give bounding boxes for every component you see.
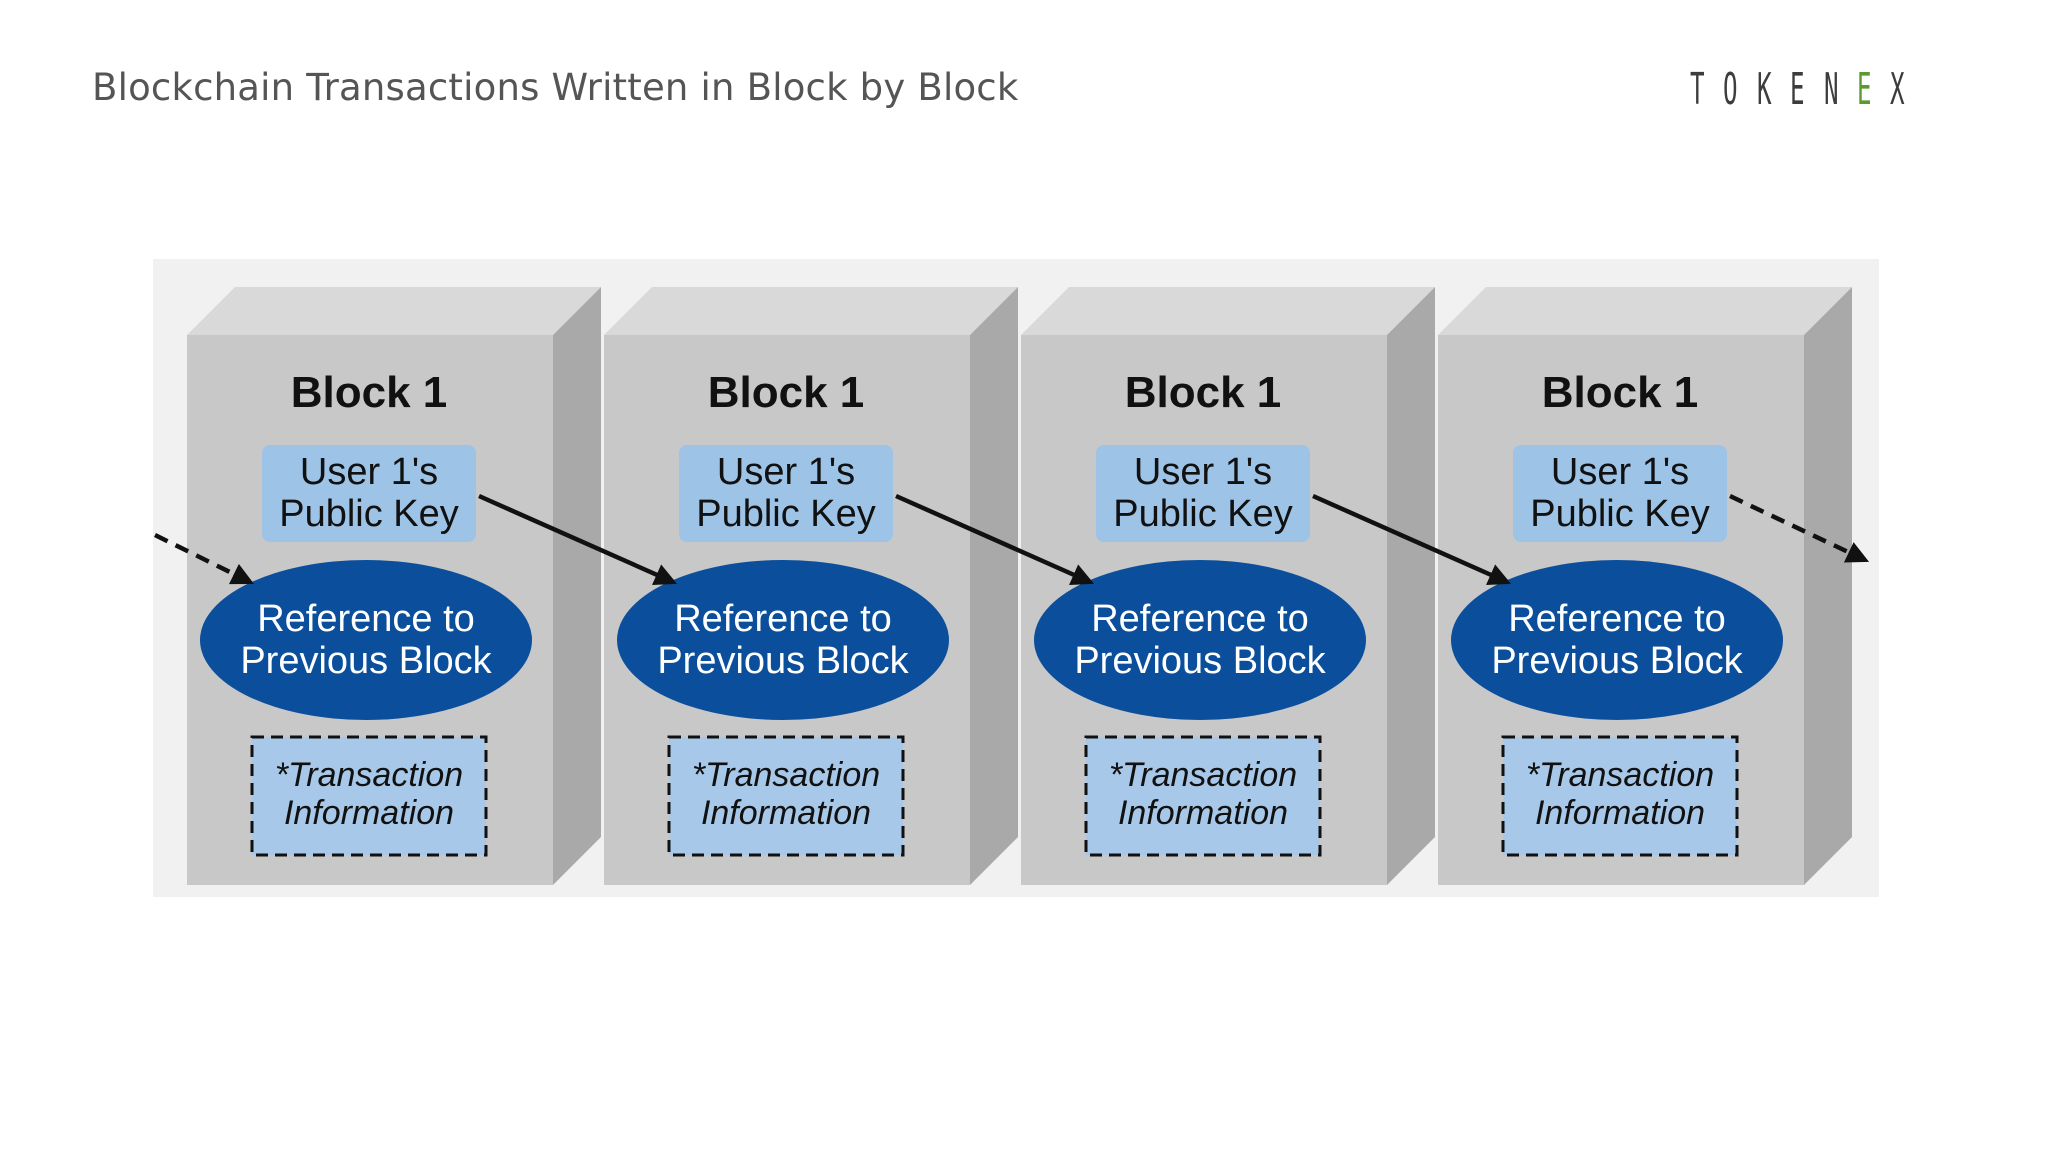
link-arrow [895, 493, 1095, 585]
outgoing-arrow [1729, 493, 1870, 563]
public-key-label: User 1's [1551, 451, 1689, 493]
block-side-face [970, 287, 1018, 885]
reference-label: Reference to [1508, 598, 1726, 640]
reference-label: Reference to [674, 598, 892, 640]
logo-letter: E [1790, 64, 1805, 115]
block-top-face [1438, 287, 1852, 335]
reference-ellipse [1451, 560, 1783, 720]
transaction-box [1501, 735, 1739, 857]
logo-letter: N [1823, 64, 1839, 115]
reference-label: Previous Block [1491, 640, 1743, 682]
incoming-arrow [154, 532, 255, 585]
transaction-label: *Transaction [1109, 756, 1297, 794]
block-side-face [1387, 287, 1435, 885]
public-key-box [1513, 445, 1727, 542]
block-top-face [187, 287, 601, 335]
logo-letter: K [1756, 64, 1772, 115]
transaction-box [1084, 735, 1322, 857]
public-key-label: User 1's [717, 451, 855, 493]
public-key-box [262, 445, 476, 542]
slide-title: Blockchain Transactions Written in Block… [92, 66, 1019, 109]
logo-letter: T [1690, 64, 1705, 115]
reference-label: Reference to [257, 598, 475, 640]
block-title: Block 1 [1542, 368, 1699, 417]
reference-ellipse [200, 560, 532, 720]
public-key-label: Public Key [1113, 493, 1293, 535]
transaction-label: Information [1535, 794, 1705, 832]
link-arrow [478, 493, 678, 585]
transaction-label: *Transaction [275, 756, 463, 794]
logo-letter: X [1890, 64, 1905, 115]
logo-letter: E [1856, 64, 1872, 115]
transaction-label: Information [701, 794, 871, 832]
transaction-label: *Transaction [1526, 756, 1714, 794]
public-key-label: User 1's [1134, 451, 1272, 493]
transaction-box [667, 735, 905, 857]
block-side-face [553, 287, 601, 885]
block-title: Block 1 [708, 368, 865, 417]
block-top-face [1021, 287, 1435, 335]
transaction-label: *Transaction [692, 756, 880, 794]
transaction-label: Information [1118, 794, 1288, 832]
reference-label: Previous Block [240, 640, 492, 682]
reference-ellipse [617, 560, 949, 720]
public-key-label: Public Key [696, 493, 876, 535]
link-arrow [1312, 493, 1512, 585]
public-key-label: Public Key [279, 493, 459, 535]
reference-label: Previous Block [1074, 640, 1326, 682]
public-key-box [679, 445, 893, 542]
block-title: Block 1 [291, 368, 448, 417]
reference-label: Previous Block [657, 640, 909, 682]
reference-label: Reference to [1091, 598, 1309, 640]
public-key-label: Public Key [1530, 493, 1710, 535]
reference-ellipse [1034, 560, 1366, 720]
block-title: Block 1 [1125, 368, 1282, 417]
transaction-box [250, 735, 488, 857]
block-top-face [604, 287, 1018, 335]
public-key-box [1096, 445, 1310, 542]
transaction-label: Information [284, 794, 454, 832]
block-side-face [1804, 287, 1852, 885]
public-key-label: User 1's [300, 451, 438, 493]
logo-letter: O [1723, 64, 1738, 115]
